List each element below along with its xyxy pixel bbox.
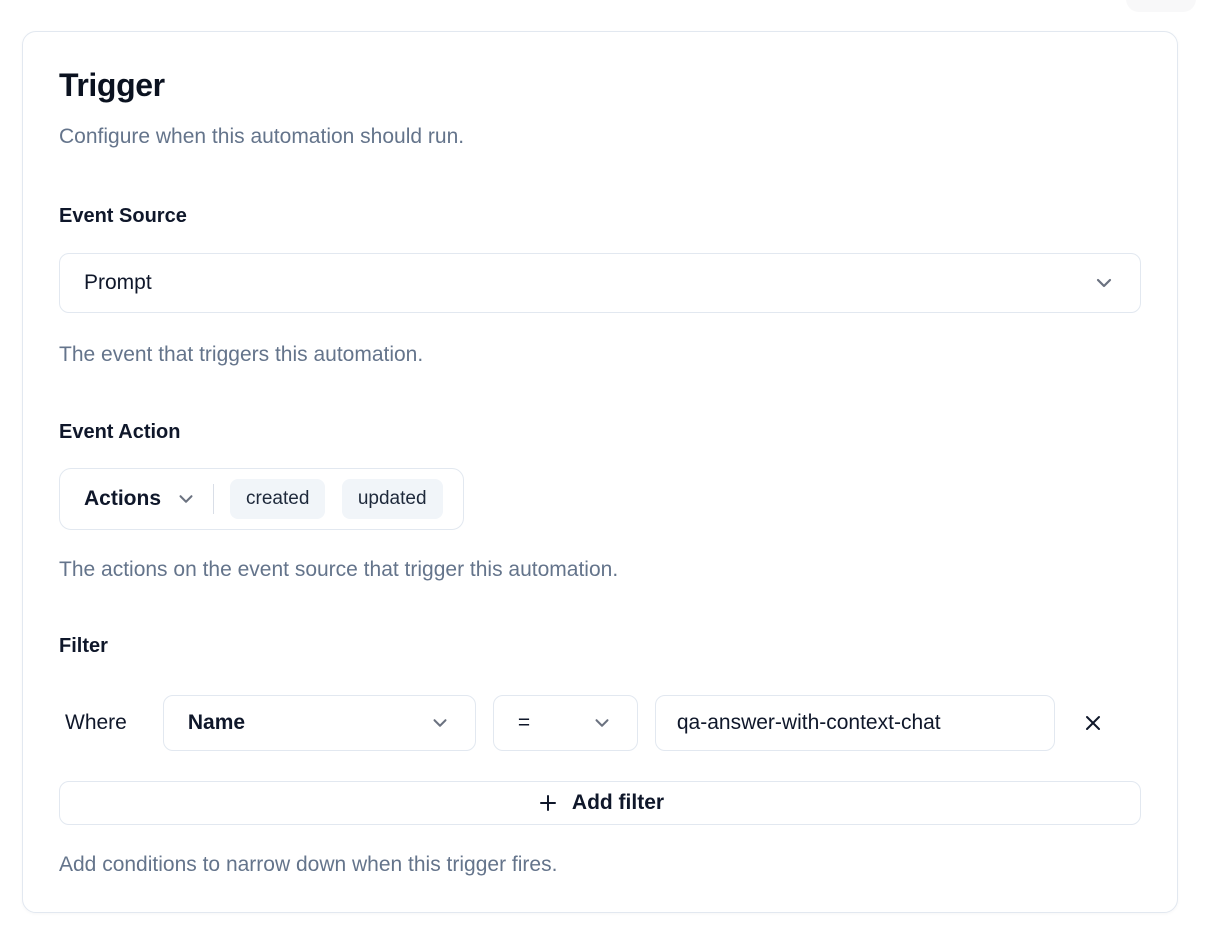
add-filter-button[interactable]: Add filter [59, 781, 1141, 825]
filter-operator-select[interactable]: = [492, 695, 638, 751]
add-filter-button-label: Add filter [571, 791, 665, 814]
event-action-label: Event Action [59, 421, 181, 443]
close-icon [1081, 711, 1105, 735]
filter-help: Add conditions to narrow down when this … [59, 853, 558, 876]
actions-dropdown[interactable]: Actions [84, 487, 197, 511]
remove-filter-button[interactable] [1075, 705, 1111, 741]
filter-field-select-value: Name [187, 711, 246, 734]
event-action-help: The actions on the event source that tri… [59, 558, 619, 581]
plus-icon [536, 791, 560, 815]
event-source-help: The event that triggers this automation. [59, 343, 424, 366]
cropped-top-element [1126, 0, 1196, 12]
chevron-down-icon [175, 488, 197, 510]
event-source-label: Event Source [59, 205, 187, 227]
filter-operator-select-value: = [517, 711, 531, 734]
page-title: Trigger [59, 67, 165, 103]
chevron-down-icon [429, 712, 451, 734]
where-label: Where [65, 711, 127, 734]
event-action-control: Actions created updated [59, 468, 464, 530]
actions-dropdown-label: Actions [84, 487, 162, 510]
trigger-card: Trigger Configure when this automation s… [22, 31, 1178, 913]
chevron-down-icon [1092, 271, 1116, 295]
chevron-down-icon [591, 712, 613, 734]
action-tag-updated[interactable]: updated [341, 479, 443, 519]
page-subtitle: Configure when this automation should ru… [59, 125, 465, 148]
event-source-select-value: Prompt [84, 271, 152, 294]
filter-label: Filter [59, 635, 108, 657]
filter-row: Where Name = [59, 695, 1141, 751]
filter-value-input[interactable] [654, 695, 1055, 751]
filter-field-select[interactable]: Name [162, 695, 476, 751]
action-tag-created[interactable]: created [230, 479, 326, 519]
divider [213, 484, 215, 514]
event-source-select[interactable]: Prompt [59, 253, 1141, 313]
